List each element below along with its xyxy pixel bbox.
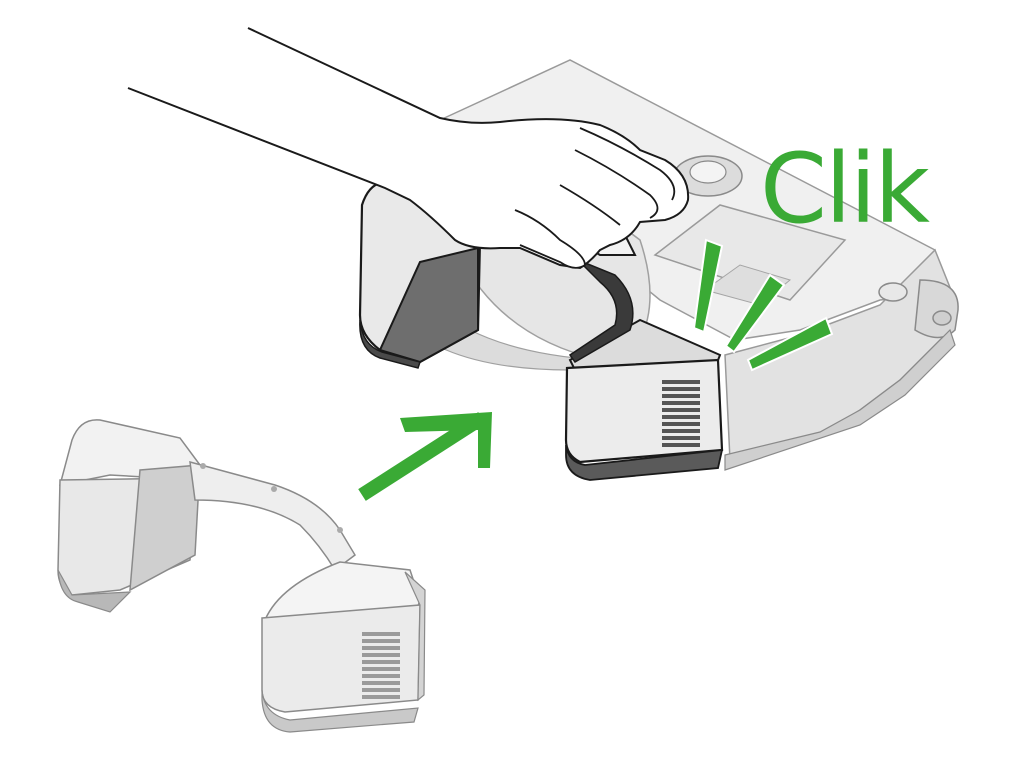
robot-side-latch xyxy=(878,282,908,302)
installed-bin-vent-icon xyxy=(662,380,700,447)
loose-dust-bin xyxy=(57,419,426,733)
click-mark-3 xyxy=(746,316,834,372)
arrow-shaft xyxy=(358,412,486,501)
loose-bin-left-side xyxy=(129,464,201,592)
arrow-head xyxy=(400,412,492,468)
loose-bin-pivot-1 xyxy=(200,463,206,469)
loose-bin-left-base xyxy=(57,569,132,613)
hand-finger-line-1 xyxy=(579,127,676,201)
robot-bottom-edge xyxy=(724,328,956,471)
loose-bin-handle xyxy=(189,460,356,572)
loose-bin-pivot-3 xyxy=(337,527,343,533)
click-sound-marks-icon xyxy=(692,238,834,372)
installed-bin-right-base xyxy=(565,444,724,481)
hand-outline xyxy=(127,27,690,270)
loose-bin-vent-icon xyxy=(362,632,400,699)
robot-bumper xyxy=(914,279,959,339)
click-mark-1 xyxy=(692,238,724,334)
hand-thumb xyxy=(514,209,586,269)
installed-bin-left-face-dark xyxy=(378,246,479,364)
click-sound-label: Clik xyxy=(760,133,930,245)
loose-bin-pivot-2 xyxy=(271,486,277,492)
loose-bin-right-side xyxy=(404,571,426,702)
hand-finger-line-2 xyxy=(574,149,659,219)
robot-power-button-cap xyxy=(689,160,727,184)
hand-icon xyxy=(127,27,690,270)
loose-bin-right-base xyxy=(261,689,419,733)
installed-bin-handle-bridge xyxy=(568,259,634,363)
installed-bin-left-bottom xyxy=(359,319,421,369)
insert-direction-arrow-icon xyxy=(358,412,492,501)
click-mark-2 xyxy=(724,273,786,354)
robot-front-sensor xyxy=(932,310,952,326)
hand-finger-line-3 xyxy=(559,184,621,226)
